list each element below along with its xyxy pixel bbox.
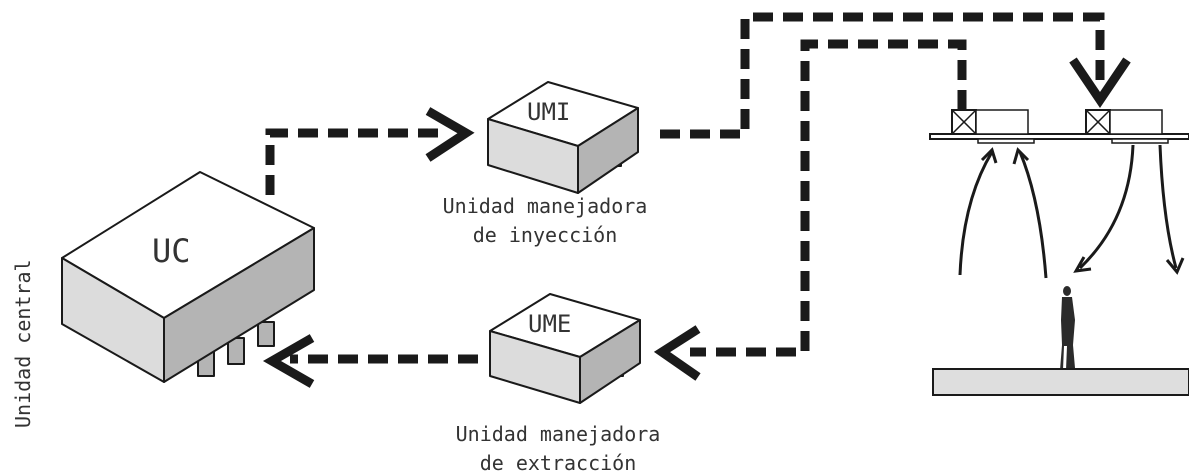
- grille-face-right: [1111, 138, 1169, 144]
- room-airflow: [958, 144, 1185, 279]
- return-air-arrow: [1018, 151, 1048, 279]
- ceiling-slab: [929, 133, 1189, 140]
- ducts: [265, 12, 1105, 364]
- person-head: [1063, 286, 1071, 296]
- supply-air-arrow: [1158, 144, 1178, 269]
- ume-caption-line2: de extracción: [480, 451, 637, 474]
- room-floor: [932, 368, 1189, 396]
- arrowhead-into-ume: [653, 325, 701, 381]
- ume-caption-line1: Unidad manejadora: [456, 422, 661, 446]
- person-body: [1060, 297, 1077, 370]
- umi-box: UMI: [487, 81, 639, 194]
- arrowhead-into-diffuser: [1069, 57, 1131, 109]
- ume-side-face: [579, 319, 641, 404]
- uc-box: UC: [61, 171, 315, 383]
- return-grille: [951, 109, 1035, 144]
- supply-air-arrow: [1078, 144, 1135, 270]
- duct-ceiling-to-ume: [690, 39, 967, 357]
- supply-air-arrowhead: [1165, 257, 1185, 275]
- duct-arrowheads: [262, 57, 1131, 388]
- umi-caption-line1: Unidad manejadora: [443, 194, 648, 218]
- plenum-box-left: [975, 109, 1029, 135]
- grille-face-left: [977, 138, 1035, 144]
- uc-side-face: [163, 227, 315, 383]
- supply-diffuser: [1085, 109, 1169, 144]
- uc-label: UC: [152, 232, 191, 270]
- return-air-arrow: [958, 151, 994, 276]
- ceiling-assembly: [929, 109, 1189, 144]
- ume-label: UME: [528, 310, 571, 338]
- ume-box: UME: [489, 293, 641, 404]
- damper-cross: [1085, 109, 1111, 135]
- person-silhouette: [1060, 286, 1077, 370]
- arrowhead-into-uc: [262, 334, 315, 388]
- return-air-arrowhead: [1012, 147, 1030, 165]
- umi-side-face: [577, 107, 639, 194]
- arrowhead-into-umi: [425, 107, 475, 162]
- duct-umi-to-ceiling: [660, 12, 1105, 139]
- damper-cross: [951, 109, 977, 135]
- supply-air-arrowhead: [1073, 256, 1092, 273]
- plenum-box-right: [1109, 109, 1163, 135]
- umi-caption-line2: de inyección: [473, 223, 618, 247]
- uc-foot: [257, 321, 275, 347]
- return-air-arrowhead: [980, 147, 998, 164]
- duct-uc-to-umi: [265, 128, 440, 195]
- umi-label: UMI: [527, 98, 570, 126]
- uc-caption: Unidad central: [11, 259, 35, 428]
